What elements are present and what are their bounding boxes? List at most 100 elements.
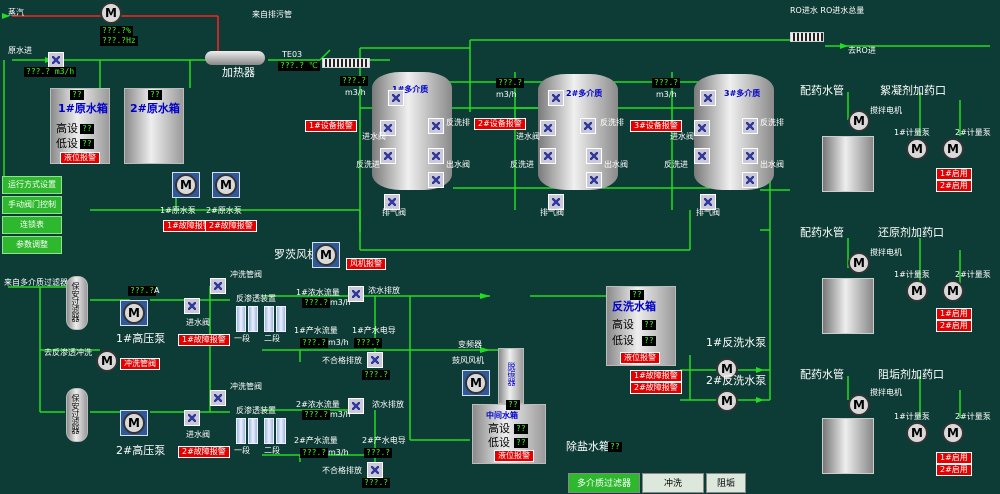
tab-scale[interactable]: 阻垢: [706, 473, 746, 493]
tab-multimedia[interactable]: 多介质过滤器: [568, 473, 640, 493]
dosing-2-mixer-motor[interactable]: M: [848, 252, 870, 274]
dosing-2-title: 还原剂加药口: [878, 226, 944, 239]
ro1-unqual-valve[interactable]: [367, 352, 383, 368]
filter-1-valve-bw-out[interactable]: [428, 118, 444, 134]
dosing-1-pump2-motor[interactable]: M: [942, 138, 964, 160]
raw-tank1-title: 1#原水箱: [58, 102, 108, 115]
filter-1-valve-out[interactable]: [428, 148, 444, 164]
dosing-2-stop[interactable]: 2#启用: [936, 320, 972, 332]
hp-pump-1-alarm[interactable]: 1#故障报警: [178, 334, 230, 346]
dosing-3-mixer-label: 搅拌电机: [870, 388, 902, 397]
menu-manual-valve[interactable]: 手动阀门控制: [2, 196, 62, 214]
intermediate-alarm[interactable]: 液位报警: [494, 450, 534, 462]
filter-1-valve-rinse[interactable]: [428, 172, 444, 188]
ro1-flush-valve[interactable]: [210, 278, 226, 294]
filter-1-valve-bw-in[interactable]: [380, 148, 396, 164]
raw-pump1-alarm[interactable]: 1#故障报警: [163, 220, 215, 232]
filter-1-alarm[interactable]: 1#设备报警: [305, 120, 357, 132]
dosing-1-pump1-motor[interactable]: M: [906, 138, 928, 160]
hp-pump-2-alarm[interactable]: 2#故障报警: [178, 446, 230, 458]
hp-pump-2-label: 2#高压泵: [116, 444, 166, 457]
inter-flush-pump-motor[interactable]: M: [96, 350, 118, 372]
ro2-reject-valve[interactable]: [348, 398, 364, 414]
ro1-stage2-a: [264, 306, 274, 332]
dosing-2-pump2-motor[interactable]: M: [942, 280, 964, 302]
top-fan-motor[interactable]: M: [100, 2, 122, 24]
filter-2-valve-top[interactable]: [548, 90, 564, 106]
degas-blower-motor[interactable]: M: [465, 372, 487, 394]
hp-pump-1-motor[interactable]: M: [123, 302, 145, 324]
menu-params[interactable]: 参数调整: [2, 236, 62, 254]
filter-2-unit: m3/h: [496, 90, 517, 99]
dosing-2-pump1-motor[interactable]: M: [906, 280, 928, 302]
filter-3-bwin-label: 反洗进: [664, 160, 688, 169]
backwash-pump1-alarm[interactable]: 1#故障报警: [630, 370, 682, 382]
filter-3-valve-in[interactable]: [694, 120, 710, 136]
dosing-1-mixer-label: 搅拌电机: [870, 106, 902, 115]
filter-3-valve-bw-out[interactable]: [742, 118, 758, 134]
raw-pump-2-motor[interactable]: M: [215, 174, 237, 196]
dosing-1-stop[interactable]: 2#启用: [936, 180, 972, 192]
roots-blower-alarm[interactable]: 风机报警: [346, 258, 386, 270]
dosing-2-start[interactable]: 1#启用: [936, 308, 972, 320]
inter-flush-alarm[interactable]: 冲洗管阀: [120, 358, 160, 370]
filter-1-valve-top[interactable]: [388, 90, 404, 106]
ro1-prod-flow: ???.?: [300, 338, 329, 348]
filter-2-valve-out[interactable]: [586, 148, 602, 164]
filter-3-valve-top[interactable]: [700, 90, 716, 106]
dosing-3-pump2-motor[interactable]: M: [942, 422, 964, 444]
filter-2-valve-bw-out[interactable]: [580, 118, 596, 134]
filter-3-valve-out[interactable]: [742, 148, 758, 164]
hp-pump-1-unit: A: [154, 286, 160, 295]
menu-run-mode[interactable]: 运行方式设置: [2, 176, 62, 194]
to-ro-label: 去RO进: [848, 46, 876, 55]
ro1-prod-flow-label: 1#产水流量: [294, 326, 338, 335]
ro2-flush-valve[interactable]: [210, 390, 226, 406]
filter-2-valve-drain[interactable]: [548, 194, 564, 210]
filter-3-valve-bw-in[interactable]: [694, 148, 710, 164]
filter-3-unit: m3/h: [656, 90, 677, 99]
dosing-1-mixer-motor[interactable]: M: [848, 110, 870, 132]
filter-2-valve-in[interactable]: [540, 120, 556, 136]
dosing-3-start[interactable]: 1#启用: [936, 452, 972, 464]
filter-3-alarm[interactable]: 3#设备报警: [630, 120, 682, 132]
ro1-stage1-a: [236, 306, 246, 332]
dosing-1-start[interactable]: 1#启用: [936, 168, 972, 180]
backwash-pump2-motor[interactable]: M: [716, 390, 738, 412]
filter-1-valve-drain[interactable]: [384, 194, 400, 210]
ro1-reject-valve[interactable]: [348, 286, 364, 302]
filter-3-valve-drain[interactable]: [700, 194, 716, 210]
roots-blower-motor[interactable]: M: [315, 244, 337, 266]
filter-3-in-label: 进水阀: [670, 132, 694, 141]
ro1-reject-label: 浓水排放: [368, 286, 400, 295]
backwash-pump1-motor[interactable]: M: [716, 358, 738, 380]
ro2-stage2-a: [264, 418, 274, 444]
dosing-3-stop[interactable]: 2#启用: [936, 464, 972, 476]
filter-2-alarm[interactable]: 2#设备报警: [474, 118, 526, 130]
raw-pump2-alarm[interactable]: 2#故障报警: [205, 220, 257, 232]
filter-1-valve-in[interactable]: [380, 120, 396, 136]
ro2-conc-flow: ???.?: [302, 410, 331, 420]
raw-tank1-alarm[interactable]: 液位报警: [60, 152, 100, 164]
backwash-alarm[interactable]: 液位报警: [620, 352, 660, 364]
dosing-3-mixer-motor[interactable]: M: [848, 394, 870, 416]
filter-3-valve-rinse[interactable]: [742, 172, 758, 188]
ro2-unqual-valve[interactable]: [367, 462, 383, 478]
return-water-label: 来自排污管: [252, 10, 292, 19]
menu-interlock[interactable]: 连锁表: [2, 216, 62, 234]
hp-pump-2-motor[interactable]: M: [123, 412, 145, 434]
raw-pump-1-motor[interactable]: M: [175, 174, 197, 196]
filter-3-out-label: 出水阀: [760, 160, 784, 169]
dosing-3-tube: 配药水管: [800, 368, 844, 381]
raw-inlet-valve[interactable]: [48, 52, 64, 68]
backwash-pump2-alarm[interactable]: 2#故障报警: [630, 382, 682, 394]
filter-2-valve-rinse[interactable]: [586, 172, 602, 188]
dosing-2-tube: 配药水管: [800, 226, 844, 239]
dosing-3-pump1-motor[interactable]: M: [906, 422, 928, 444]
ro1-inlet-valve[interactable]: [184, 298, 200, 314]
ro2-inlet-valve[interactable]: [184, 410, 200, 426]
tab-flush[interactable]: 冲洗: [642, 473, 704, 493]
filter-2-valve-bw-in[interactable]: [540, 148, 556, 164]
backwash-pump2-label: 2#反洗水泵: [706, 374, 767, 387]
dosing-3-pump1-label: 1#计量泵: [894, 412, 930, 421]
